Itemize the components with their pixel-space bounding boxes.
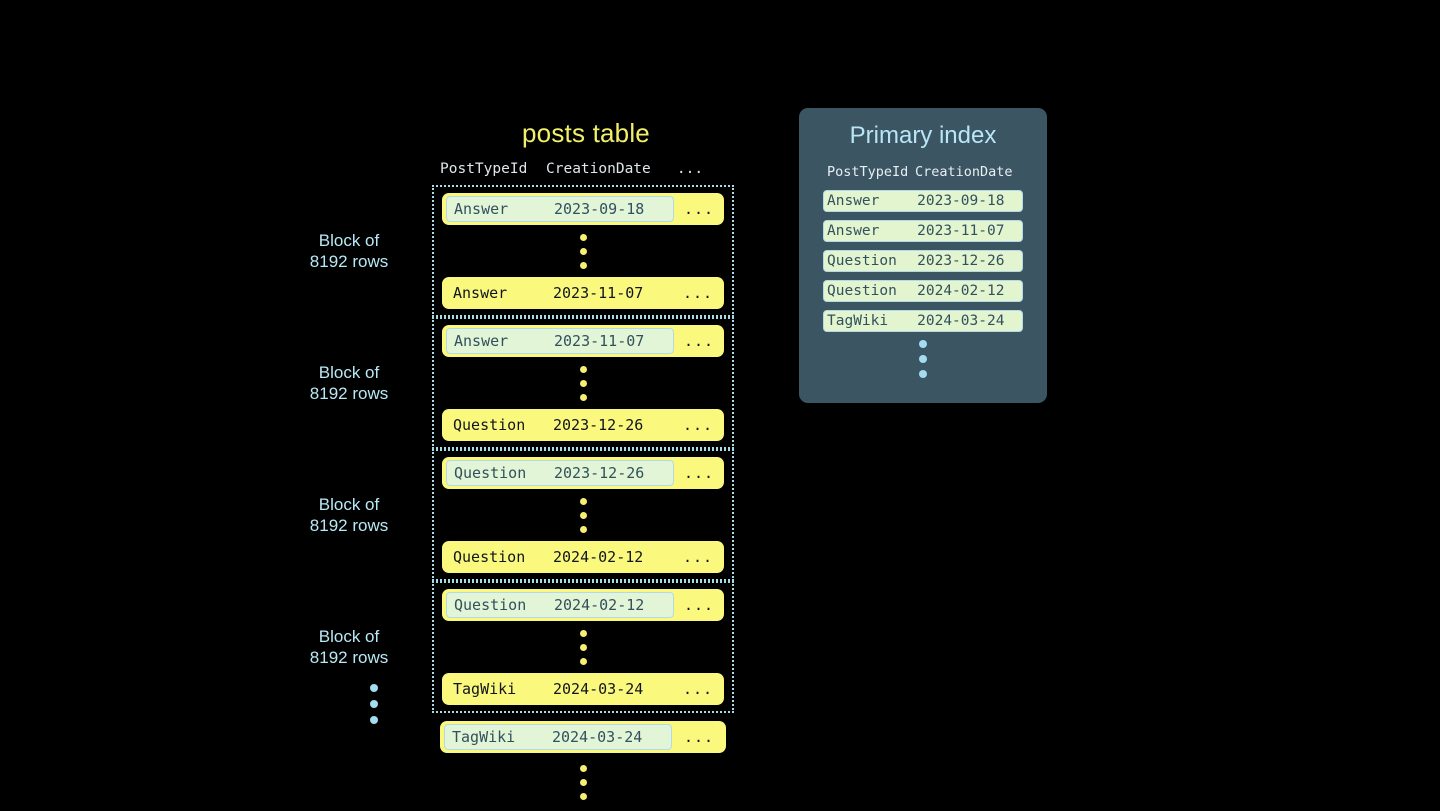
cell-creation-date: 2023-12-26 bbox=[917, 253, 1005, 269]
cell-post-type-id: Answer bbox=[454, 200, 509, 218]
index-row: TagWiki 2024-03-24 bbox=[823, 310, 1023, 332]
posts-table-blocks: Block of 8192 rows Answer 2023-09-18 ...… bbox=[310, 185, 734, 811]
table-row: TagWiki 2024-03-24 ... bbox=[442, 673, 724, 705]
cell-creation-date: 2023-09-18 bbox=[554, 200, 645, 218]
posts-table-column-headers: PostTypeId CreationDate ... bbox=[432, 161, 714, 177]
cell-creation-date: 2023-12-26 bbox=[553, 416, 644, 434]
cell-post-type-id: Question bbox=[454, 596, 527, 614]
table-row: Answer 2023-11-07 ... bbox=[442, 325, 724, 357]
cell-more: ... bbox=[683, 728, 715, 746]
cell-more: ... bbox=[683, 200, 715, 218]
table-row-trailing: TagWiki 2024-03-24 ... bbox=[440, 721, 726, 753]
cell-creation-date: 2024-02-12 bbox=[554, 596, 645, 614]
cell-creation-date: 2023-11-07 bbox=[553, 284, 644, 302]
block-label-2: Block of 8192 rows bbox=[309, 494, 389, 535]
table-row: Question 2023-12-26 ... bbox=[442, 409, 724, 441]
index-row: Answer 2023-11-07 bbox=[823, 220, 1023, 242]
index-row: Question 2024-02-12 bbox=[823, 280, 1023, 302]
column-header-creation-date: CreationDate bbox=[915, 164, 1013, 180]
vertical-ellipsis-icon bbox=[434, 621, 732, 673]
cell-creation-date: 2023-12-26 bbox=[554, 464, 645, 482]
cell-post-type-id: Question bbox=[453, 416, 526, 434]
column-header-creation-date: CreationDate bbox=[546, 161, 651, 177]
cell-creation-date: 2024-03-24 bbox=[553, 680, 644, 698]
cell-more: ... bbox=[682, 680, 714, 698]
block-label-1: Block of 8192 rows bbox=[309, 362, 389, 403]
cell-creation-date: 2023-09-18 bbox=[917, 193, 1005, 209]
cell-creation-date: 2024-03-24 bbox=[917, 313, 1005, 329]
cell-post-type-id: Answer bbox=[453, 284, 508, 302]
cell-post-type-id: Question bbox=[453, 548, 526, 566]
primary-index-column-headers: PostTypeId CreationDate bbox=[823, 164, 1023, 180]
block-label-0: Block of 8192 rows bbox=[309, 230, 389, 271]
block-0: Block of 8192 rows Answer 2023-09-18 ...… bbox=[310, 185, 734, 317]
primary-index-panel: Primary index PostTypeId CreationDate An… bbox=[799, 108, 1047, 403]
cell-creation-date: 2024-03-24 bbox=[552, 728, 643, 746]
cell-post-type-id: TagWiki bbox=[827, 313, 889, 329]
cell-post-type-id: Answer bbox=[827, 193, 880, 209]
index-row: Answer 2023-09-18 bbox=[823, 190, 1023, 212]
cell-creation-date: 2024-02-12 bbox=[553, 548, 644, 566]
page-title: posts table bbox=[522, 118, 650, 148]
cell-more: ... bbox=[682, 548, 714, 566]
cell-post-type-id: TagWiki bbox=[452, 728, 516, 746]
cell-more: ... bbox=[683, 464, 715, 482]
block-3: Block of 8192 rows Question 2024-02-12 .… bbox=[310, 581, 734, 713]
table-row: Question 2024-02-12 ... bbox=[442, 541, 724, 573]
index-row: Question 2023-12-26 bbox=[823, 250, 1023, 272]
posts-table-diagram: posts table PostTypeId CreationDate ... … bbox=[310, 118, 740, 811]
index-ellipsis-icon bbox=[823, 340, 1023, 378]
cell-creation-date: 2023-11-07 bbox=[917, 223, 1005, 239]
block-2: Block of 8192 rows Question 2023-12-26 .… bbox=[310, 449, 734, 581]
cell-more: ... bbox=[682, 284, 714, 302]
cell-post-type-id: Answer bbox=[454, 332, 509, 350]
vertical-ellipsis-icon bbox=[434, 357, 732, 409]
table-row: Question 2024-02-12 ... bbox=[442, 589, 724, 621]
cell-post-type-id: Answer bbox=[827, 223, 880, 239]
cell-post-type-id: Question bbox=[827, 283, 897, 299]
vertical-ellipsis-icon bbox=[434, 225, 732, 277]
cell-post-type-id: TagWiki bbox=[453, 680, 517, 698]
block-label-3: Block of 8192 rows bbox=[309, 626, 389, 667]
cell-more: ... bbox=[682, 416, 714, 434]
cell-more: ... bbox=[683, 332, 715, 350]
cell-post-type-id: Question bbox=[454, 464, 527, 482]
vertical-ellipsis-icon-trailing bbox=[432, 753, 734, 811]
cell-creation-date: 2024-02-12 bbox=[917, 283, 1005, 299]
cell-post-type-id: Question bbox=[827, 253, 897, 269]
more-blocks-ellipsis-icon bbox=[370, 684, 378, 724]
table-row: Answer 2023-09-18 ... bbox=[442, 193, 724, 225]
column-header-more: ... bbox=[676, 161, 704, 177]
primary-index-title: Primary index bbox=[849, 122, 997, 149]
column-header-post-type-id: PostTypeId bbox=[827, 164, 909, 180]
cell-more: ... bbox=[683, 596, 715, 614]
column-header-post-type-id: PostTypeId bbox=[440, 161, 528, 177]
table-row: Answer 2023-11-07 ... bbox=[442, 277, 724, 309]
block-1: Block of 8192 rows Answer 2023-11-07 ...… bbox=[310, 317, 734, 449]
table-row: Question 2023-12-26 ... bbox=[442, 457, 724, 489]
vertical-ellipsis-icon bbox=[434, 489, 732, 541]
cell-creation-date: 2023-11-07 bbox=[554, 332, 645, 350]
